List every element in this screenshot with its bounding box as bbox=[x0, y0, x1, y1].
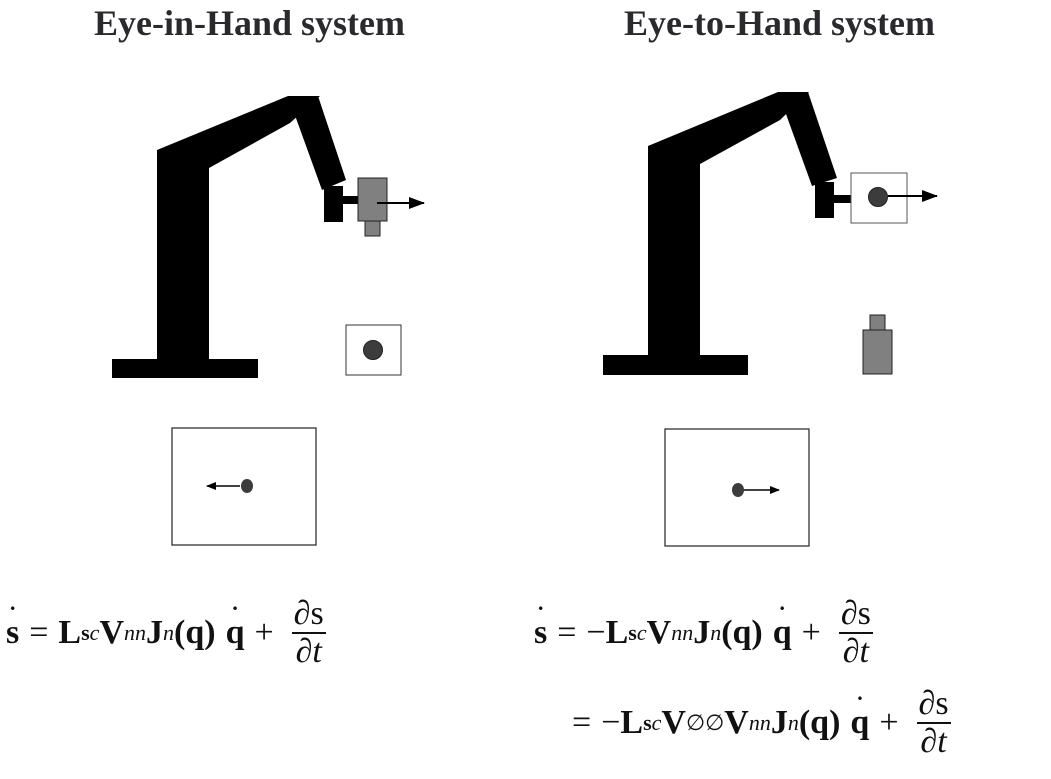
eq-V: V bbox=[646, 614, 672, 651]
eq-qdot: q bbox=[226, 614, 245, 652]
equation-eye-to-hand-line1: s = − Ls cVn nJn (q) q + ∂s ∂t bbox=[534, 596, 873, 670]
eq-frac-den: ∂t bbox=[920, 723, 947, 760]
robot-base bbox=[112, 359, 258, 378]
target-dot bbox=[868, 187, 888, 207]
equation-eye-to-hand-line2: = − Ls cV∅ ∅Vn nJn (q) q + ∂s ∂t bbox=[562, 686, 951, 760]
eq-partial-fraction: ∂s ∂t bbox=[838, 595, 873, 670]
camera-body bbox=[862, 329, 893, 375]
image-feature-dot bbox=[241, 479, 253, 493]
eye-in-hand-camera bbox=[357, 177, 425, 237]
eq-qdot: q bbox=[850, 704, 869, 742]
eq-L: L bbox=[58, 614, 82, 651]
eq-frac-num: ∂s bbox=[840, 595, 871, 632]
eye-in-hand-target bbox=[345, 324, 402, 376]
image-feature-dot bbox=[732, 483, 744, 497]
eq-q-arg: (q) bbox=[174, 614, 216, 651]
eq-equals: = bbox=[29, 614, 49, 651]
eye-to-hand-robot bbox=[603, 92, 851, 375]
eq-frac-den: ∂t bbox=[295, 633, 322, 670]
eq-frac-num: ∂s bbox=[918, 685, 949, 722]
robot-forearm bbox=[288, 96, 346, 190]
eq-frac-den: ∂t bbox=[842, 633, 869, 670]
robot-forearm bbox=[778, 92, 837, 186]
title-eye-to-hand: Eye-to-Hand system bbox=[624, 3, 935, 43]
eq-qdot: q bbox=[773, 614, 792, 652]
camera-body bbox=[357, 177, 388, 222]
camera-lens bbox=[364, 220, 381, 237]
eq-q-arg: (q) bbox=[798, 704, 841, 741]
robot-base bbox=[603, 355, 748, 375]
eye-to-hand-image-plane bbox=[664, 428, 810, 547]
robot-wrist-link bbox=[343, 196, 358, 204]
eq-minus: − bbox=[601, 704, 621, 741]
eq-partial-fraction: ∂s ∂t bbox=[291, 595, 326, 670]
equation-eye-in-hand: s = Ls cVn nJn (q) q + ∂s ∂t bbox=[6, 596, 326, 670]
target-dot bbox=[363, 340, 383, 360]
eq-L: L bbox=[605, 614, 629, 651]
robot-wrist bbox=[324, 186, 343, 222]
eq-lhs-sdot: s bbox=[534, 614, 547, 652]
eye-to-hand-camera bbox=[862, 314, 893, 375]
robot-wrist bbox=[815, 182, 834, 218]
robot-upper-arm bbox=[648, 92, 809, 164]
eq-equals: = bbox=[572, 704, 592, 741]
eq-frac-bar bbox=[916, 722, 951, 724]
title-eye-in-hand: Eye-in-Hand system bbox=[94, 3, 406, 43]
robot-wrist-link bbox=[834, 195, 851, 203]
eq-L: L bbox=[620, 704, 644, 741]
eye-in-hand-image-plane bbox=[171, 427, 317, 546]
camera-lens bbox=[869, 314, 886, 331]
robot-column bbox=[157, 150, 209, 362]
eq-J: J bbox=[693, 614, 711, 651]
eq-V: V bbox=[99, 614, 124, 651]
eq-plus: + bbox=[879, 704, 899, 741]
eq-minus: − bbox=[586, 614, 606, 651]
eq-frac-bar bbox=[291, 632, 326, 634]
eq-V1: V bbox=[661, 704, 686, 741]
eye-in-hand-robot bbox=[112, 96, 358, 378]
eq-V2: V bbox=[724, 704, 749, 741]
image-frame bbox=[171, 427, 317, 546]
eq-lhs-sdot: s bbox=[6, 614, 19, 652]
eq-frac-num: ∂s bbox=[293, 595, 324, 632]
robot-upper-arm bbox=[157, 96, 320, 168]
eq-partial-fraction: ∂s ∂t bbox=[916, 685, 951, 760]
robot-column bbox=[648, 146, 700, 358]
eq-q-arg: (q) bbox=[721, 614, 763, 651]
eye-to-hand-target bbox=[850, 172, 938, 224]
eq-J: J bbox=[146, 614, 163, 651]
eq-equals: = bbox=[557, 614, 577, 651]
eq-frac-bar bbox=[838, 632, 873, 634]
eq-J: J bbox=[770, 704, 788, 741]
eq-plus: + bbox=[801, 614, 821, 651]
eq-plus: + bbox=[254, 614, 274, 651]
